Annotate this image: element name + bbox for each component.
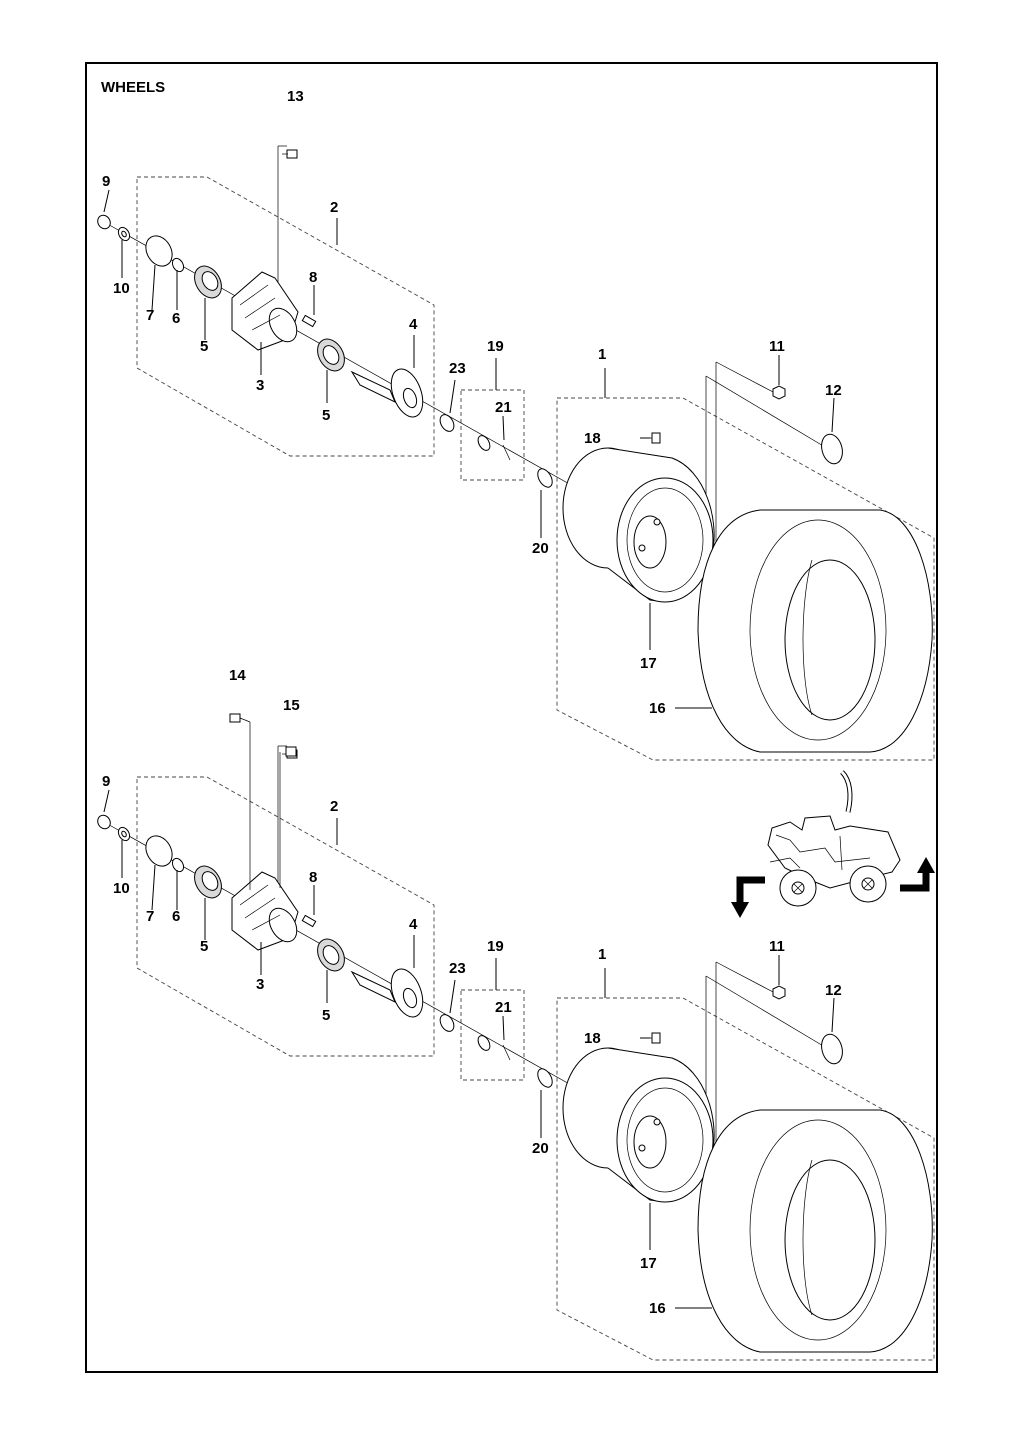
- part-label: 5: [200, 338, 208, 355]
- part-label: 5: [322, 1007, 330, 1024]
- part-label: 20: [532, 540, 549, 557]
- part-label: 10: [113, 880, 130, 897]
- part-label: 15: [283, 697, 300, 714]
- part-label: 12: [825, 982, 842, 999]
- front-wheel-assembly: 14 15 9 2 10 7 6 8 5 3 4 5 19 1 11 12 23…: [94, 667, 935, 1361]
- part-label: 2: [330, 199, 338, 216]
- part-label: 7: [146, 307, 154, 324]
- page-frame: [85, 62, 938, 1373]
- part-label: 10: [113, 280, 130, 297]
- part-label: 11: [769, 938, 785, 955]
- part-label: 13: [287, 88, 304, 105]
- part-label: 2: [330, 798, 338, 815]
- part-label: 5: [200, 938, 208, 955]
- rear-wheel-assembly: 13 9 2 10 7 6 8 5 3 4 5 19 1 11 12 23 21…: [94, 88, 935, 761]
- part-label: 7: [146, 908, 154, 925]
- part-label: 6: [172, 310, 180, 327]
- part-label: 6: [172, 908, 180, 925]
- part-label: 8: [309, 269, 317, 286]
- part-label: 1: [598, 346, 606, 363]
- part-label: 4: [409, 916, 418, 933]
- part-label: 11: [769, 338, 785, 355]
- part-label: 14: [229, 667, 246, 684]
- part-label: 17: [640, 655, 657, 672]
- part-label: 12: [825, 382, 842, 399]
- part-label: 18: [584, 1030, 601, 1047]
- part-label: 16: [649, 700, 666, 717]
- part-label: 5: [322, 407, 330, 424]
- part-label: 9: [102, 173, 110, 190]
- mower-orientation-icon: [731, 770, 935, 918]
- part-label: 4: [409, 316, 418, 333]
- part-label: 8: [309, 869, 317, 886]
- part-label: 20: [532, 1140, 549, 1157]
- part-label: 21: [495, 999, 512, 1016]
- part-label: 18: [584, 430, 601, 447]
- page-title: WHEELS: [101, 79, 165, 96]
- part-label: 16: [649, 1300, 666, 1317]
- part-label: 21: [495, 399, 512, 416]
- part-label: 9: [102, 773, 110, 790]
- part-label: 17: [640, 1255, 657, 1272]
- part-label: 23: [449, 960, 466, 977]
- part-label: 1: [598, 946, 606, 963]
- part-label: 19: [487, 938, 504, 955]
- part-label: 23: [449, 360, 466, 377]
- part-label: 3: [256, 377, 264, 394]
- part-label: 19: [487, 338, 504, 355]
- part-label: 3: [256, 976, 264, 993]
